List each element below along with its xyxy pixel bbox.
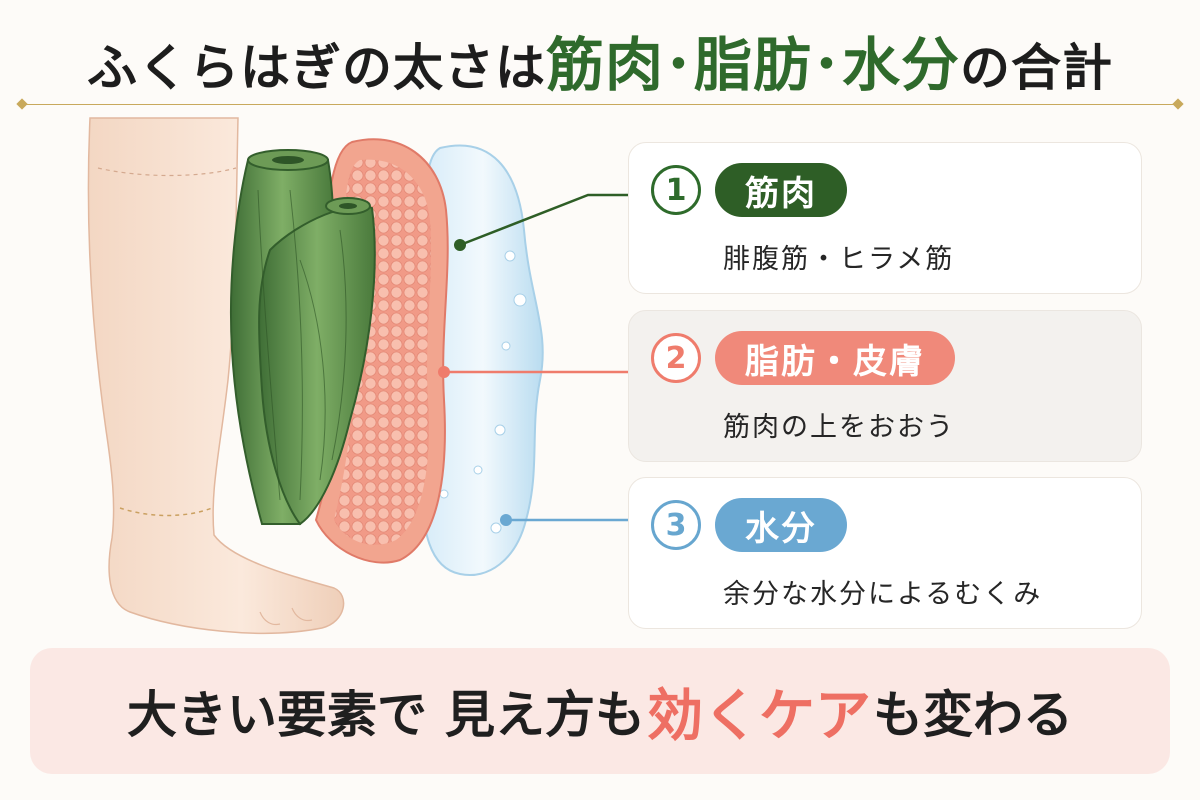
water-label: 水分 — [715, 498, 847, 552]
page-title: ふくらはぎの太さは筋肉･脂肪･水分の合計 — [0, 18, 1200, 102]
leader-lines — [438, 193, 632, 526]
fat-skin-label: 脂肪・皮膚 — [715, 331, 955, 385]
banner-highlight: 効くケア — [647, 683, 871, 749]
calf-layers-illustration — [87, 117, 632, 634]
banner-part2: 見え方も — [445, 686, 645, 744]
fat-skin-description: 筋肉の上をおおう — [723, 412, 955, 443]
muscle-layer — [229, 149, 376, 526]
leg-shape — [87, 117, 345, 634]
muscle-description: 腓腹筋・ヒラメ筋 — [723, 244, 955, 275]
water-card: 3 水分 余分な水分によるむくみ — [628, 477, 1142, 629]
number-badge: 2 — [651, 333, 701, 383]
number-badge: 1 — [651, 165, 701, 215]
muscle-card: 1 筋肉 腓腹筋・ヒラメ筋 — [628, 142, 1142, 294]
title-divider — [22, 104, 1178, 105]
fat-skin-card: 2 脂肪・皮膚 筋肉の上をおおう — [628, 310, 1142, 462]
water-layer — [422, 144, 544, 576]
title-highlight: 筋肉･脂肪･水分 — [545, 31, 960, 99]
title-prefix: ふくらはぎの太さは — [86, 39, 546, 97]
summary-banner: 大きい要素で見え方も効くケアも変わる — [30, 648, 1170, 774]
number-badge: 3 — [651, 500, 701, 550]
muscle-label: 筋肉 — [715, 163, 847, 217]
banner-part3: も変わる — [873, 686, 1073, 744]
water-description: 余分な水分によるむくみ — [723, 579, 1043, 610]
title-suffix: の合計 — [960, 39, 1113, 97]
banner-part1: 大きい要素で — [127, 686, 427, 744]
